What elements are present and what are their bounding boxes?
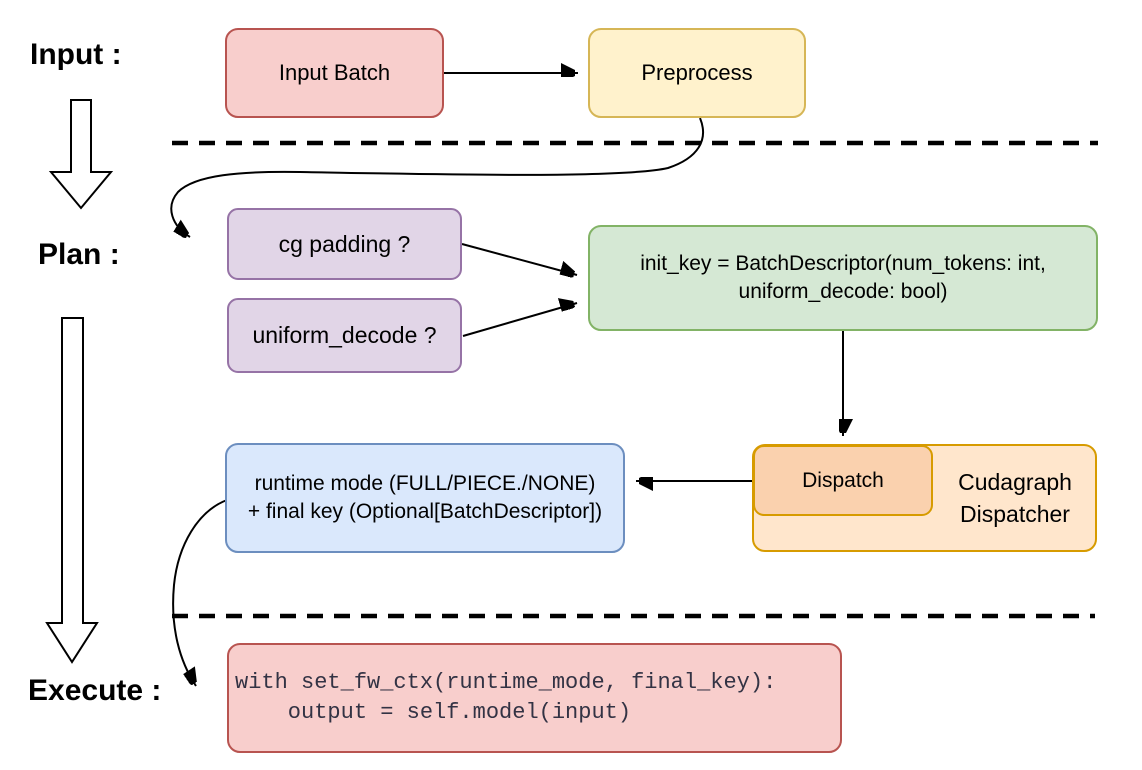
- node-dispatch-label: Dispatch: [802, 468, 884, 492]
- node-init-key-line1: init_key = BatchDescriptor(num_tokens: i…: [640, 252, 1046, 276]
- arrow-preprocess-to-cg-padding: [170, 117, 705, 237]
- stage-label-execute: Execute :: [28, 674, 162, 707]
- arrow-uniform-decode-to-init-key: [462, 303, 578, 337]
- node-runtime-mode: runtime mode (FULL/PIECE./NONE) + final …: [225, 443, 625, 553]
- stage-arrow-plan-to-execute: [45, 317, 99, 664]
- cudagraph-line1: Cudagraph: [958, 468, 1072, 495]
- node-uniform-decode-label: uniform_decode ?: [252, 322, 437, 349]
- node-preprocess: Preprocess: [588, 28, 806, 118]
- execute-code-line1: with set_fw_ctx(runtime_mode, final_key)…: [235, 670, 777, 696]
- node-init-key: init_key = BatchDescriptor(num_tokens: i…: [588, 225, 1098, 331]
- node-input-batch-label: Input Batch: [278, 60, 391, 86]
- stage-arrow-input-to-plan: [48, 99, 114, 210]
- stage-label-input: Input :: [30, 38, 122, 71]
- arrow-runtime-mode-to-execute-code: [172, 499, 228, 687]
- node-runtime-mode-line2: + final key (Optional[BatchDescriptor]): [247, 500, 603, 523]
- node-cg-padding: cg padding ?: [227, 208, 462, 280]
- node-uniform-decode: uniform_decode ?: [227, 298, 462, 373]
- node-execute-code: with set_fw_ctx(runtime_mode, final_key)…: [227, 643, 842, 753]
- node-cudagraph-dispatcher-label: Cudagraph Dispatcher: [933, 444, 1097, 552]
- arrow-cg-padding-to-init-key: [461, 243, 578, 275]
- node-cg-padding-label: cg padding ?: [278, 230, 411, 257]
- node-input-batch: Input Batch: [225, 28, 444, 118]
- node-runtime-mode-line1: runtime mode (FULL/PIECE./NONE): [254, 472, 596, 496]
- node-preprocess-label: Preprocess: [641, 60, 753, 86]
- stage-label-plan: Plan :: [38, 238, 120, 271]
- node-dispatch: Dispatch: [753, 445, 933, 516]
- cudagraph-line2: Dispatcher: [960, 501, 1070, 527]
- node-init-key-line2: uniform_decode: bool): [738, 280, 948, 303]
- execute-code-line2: output = self.model(input): [235, 700, 632, 725]
